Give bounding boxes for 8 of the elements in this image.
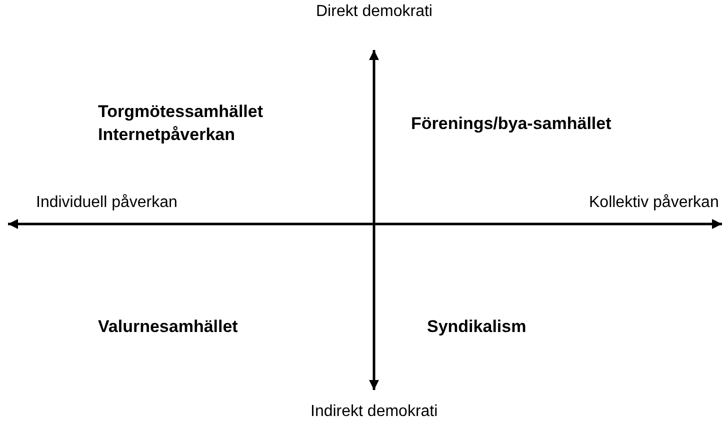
quadrant-label: Valurnesamhället — [98, 316, 238, 338]
axis-label: Kollektiv påverkan — [589, 193, 719, 213]
axis-label: Indirekt demokrati — [310, 402, 438, 422]
axis-label: Individuell påverkan — [36, 193, 178, 213]
quadrant-label: Förenings/bya-samhället — [411, 113, 612, 135]
quadrant-label: Torgmötessamhället Internetpåverkan — [98, 101, 264, 146]
axis-label: Direkt demokrati — [316, 2, 432, 22]
quadrant-label: Syndikalism — [427, 316, 526, 338]
